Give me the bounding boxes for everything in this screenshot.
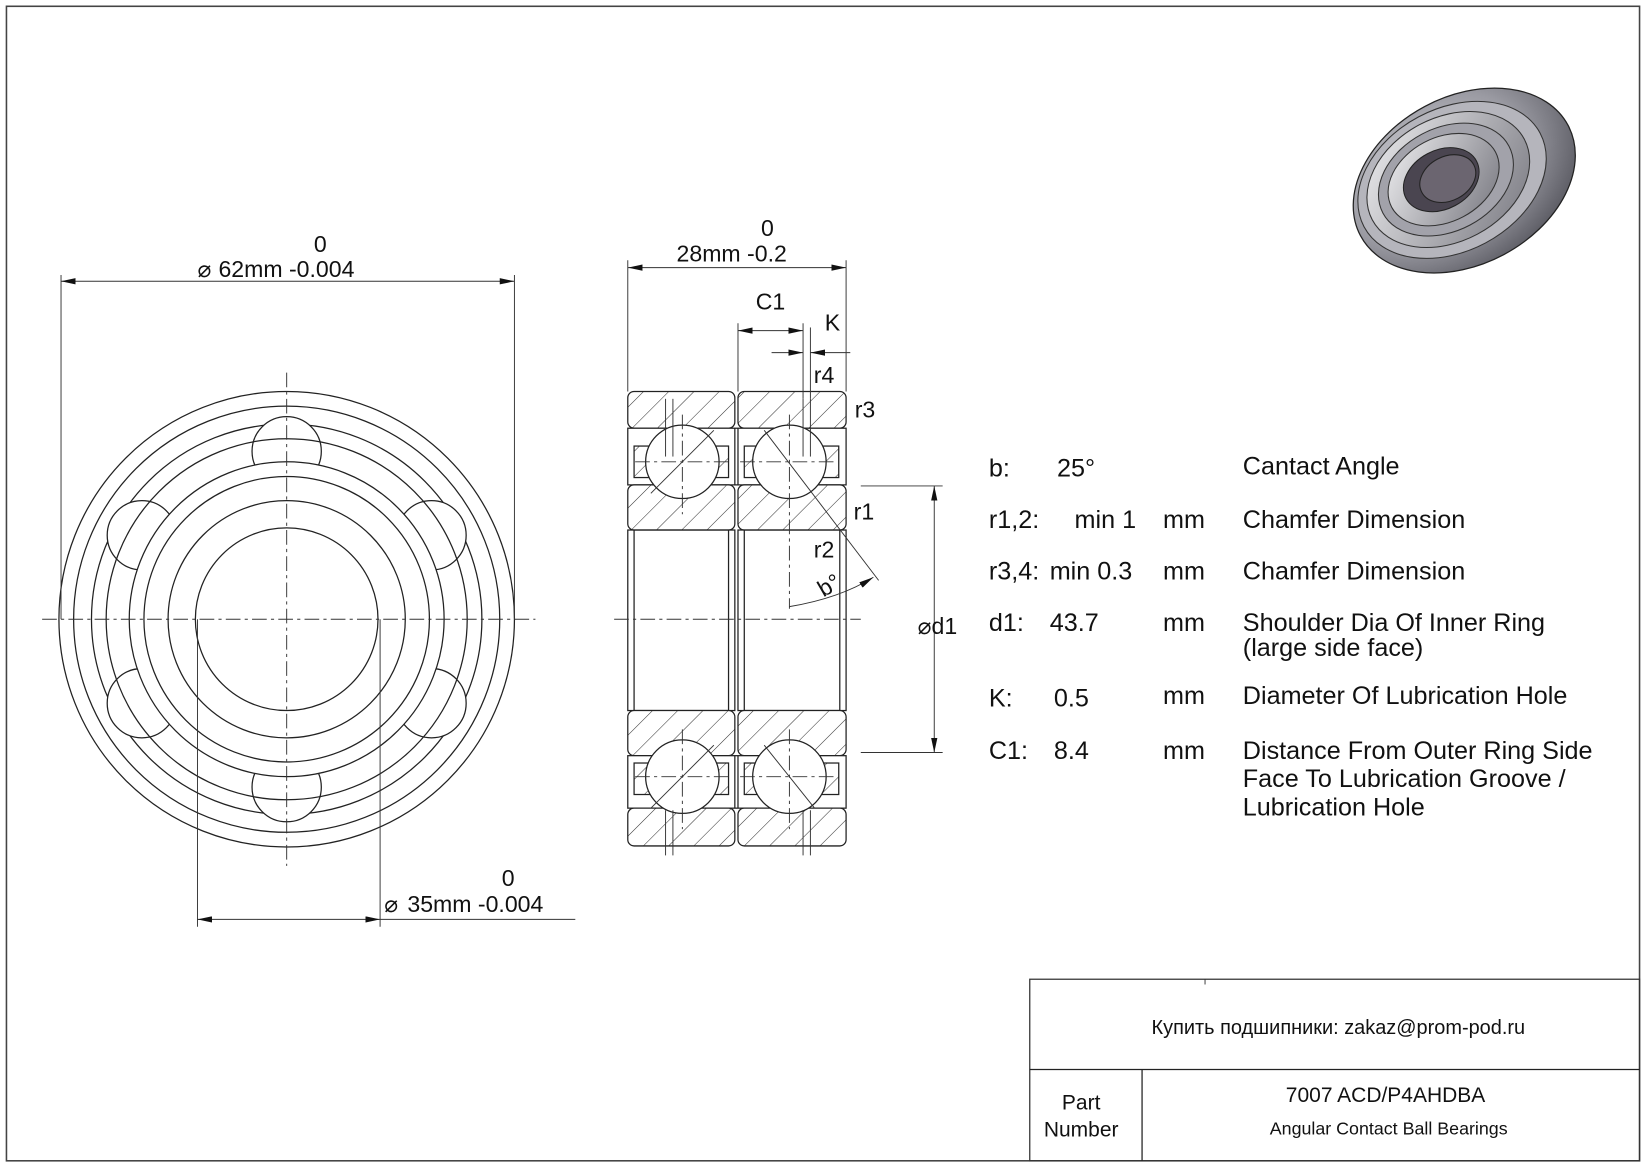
- width-tolerance-upper: 0: [761, 215, 774, 241]
- spec-desc: Face To Lubrication Groove /: [1243, 765, 1566, 793]
- spec-row: d1: 43.7 mm Shoulder Dia Of Inner Ring (…: [989, 609, 1545, 662]
- part-label: Number: [1044, 1119, 1119, 1142]
- spec-key: d1:: [989, 609, 1024, 637]
- spec-value: min 1: [1075, 506, 1137, 534]
- spec-value: min 0.3: [1050, 557, 1133, 585]
- section-view: [614, 390, 880, 856]
- spec-unit: mm: [1163, 682, 1205, 710]
- spec-desc: (large side face): [1243, 634, 1423, 662]
- r2-label: r2: [814, 536, 835, 562]
- outer-diameter-dimension: 0 ⌀ 62mm -0.004: [60, 231, 515, 620]
- spec-desc: Lubrication Hole: [1243, 793, 1425, 821]
- bore-label: 35mm -0.004: [407, 891, 543, 917]
- part-number: 7007 ACD/P4AHDBA: [1286, 1084, 1485, 1107]
- spec-key: r1,2:: [989, 506, 1039, 534]
- spec-value: 8.4: [1054, 737, 1089, 765]
- r1-label: r1: [854, 499, 875, 525]
- spec-table: b: 25° Cantact Angle r1,2: min 1 mm Cham…: [989, 452, 1593, 821]
- spec-row: r1,2: min 1 mm Chamfer Dimension: [989, 506, 1465, 534]
- od-label: 62mm -0.004: [218, 256, 354, 282]
- c1-label: C1: [756, 289, 786, 315]
- od-tolerance-upper: 0: [314, 231, 327, 257]
- k-label: K: [825, 310, 841, 336]
- spec-row: C1: 8.4 mm Distance From Outer Ring Side…: [989, 737, 1593, 822]
- spec-unit: mm: [1163, 609, 1205, 637]
- diameter-symbol-icon: ⌀: [197, 256, 211, 282]
- spec-row: K: 0.5 mm Diameter Of Lubrication Hole: [989, 682, 1568, 712]
- contact-email: Купить подшипники: zakaz@prom-pod.ru: [1152, 1017, 1526, 1039]
- spec-value: 25°: [1057, 454, 1095, 482]
- spec-unit: mm: [1163, 506, 1205, 534]
- spec-key: r3,4:: [989, 557, 1039, 585]
- spec-unit: mm: [1163, 557, 1205, 585]
- part-type: Angular Contact Ball Bearings: [1270, 1119, 1508, 1139]
- bore-tolerance-upper: 0: [502, 865, 515, 891]
- width-dimension: 0 28mm -0.2: [627, 215, 847, 392]
- spec-desc: Diameter Of Lubrication Hole: [1243, 682, 1568, 710]
- spec-desc: Distance From Outer Ring Side: [1243, 737, 1593, 765]
- spec-value: 0.5: [1054, 684, 1089, 712]
- spec-desc: Shoulder Dia Of Inner Ring: [1243, 609, 1545, 637]
- spec-value: 43.7: [1050, 609, 1099, 637]
- diameter-symbol-icon: ⌀: [384, 891, 398, 917]
- part-label: Part: [1062, 1091, 1101, 1114]
- spec-desc: Cantact Angle: [1243, 452, 1400, 480]
- title-block: Купить подшипники: zakaz@prom-pod.ru Par…: [1029, 978, 1641, 1162]
- r4-label: r4: [814, 362, 835, 388]
- spec-key: b:: [989, 454, 1010, 482]
- bearing-3d-render: [1352, 87, 1576, 274]
- spec-desc: Chamfer Dimension: [1243, 506, 1465, 534]
- spec-key: C1:: [989, 737, 1028, 765]
- front-view: [42, 372, 536, 866]
- bore-diameter-dimension: 0 ⌀ 35mm -0.004: [196, 619, 576, 927]
- spec-row: b: 25° Cantact Angle: [989, 452, 1400, 482]
- detail-dimensions: C1 K r4 r3 r1 r2 b°: [737, 289, 876, 608]
- spec-key: K:: [989, 684, 1013, 712]
- d1-label: ⌀d1: [918, 613, 958, 639]
- width-label: 28mm -0.2: [677, 240, 787, 266]
- d1-dimension: ⌀d1: [860, 485, 958, 753]
- r3-label: r3: [855, 397, 876, 423]
- spec-desc: Chamfer Dimension: [1243, 557, 1465, 585]
- spec-unit: mm: [1163, 737, 1205, 765]
- spec-row: r3,4: min 0.3 mm Chamfer Dimension: [989, 557, 1465, 585]
